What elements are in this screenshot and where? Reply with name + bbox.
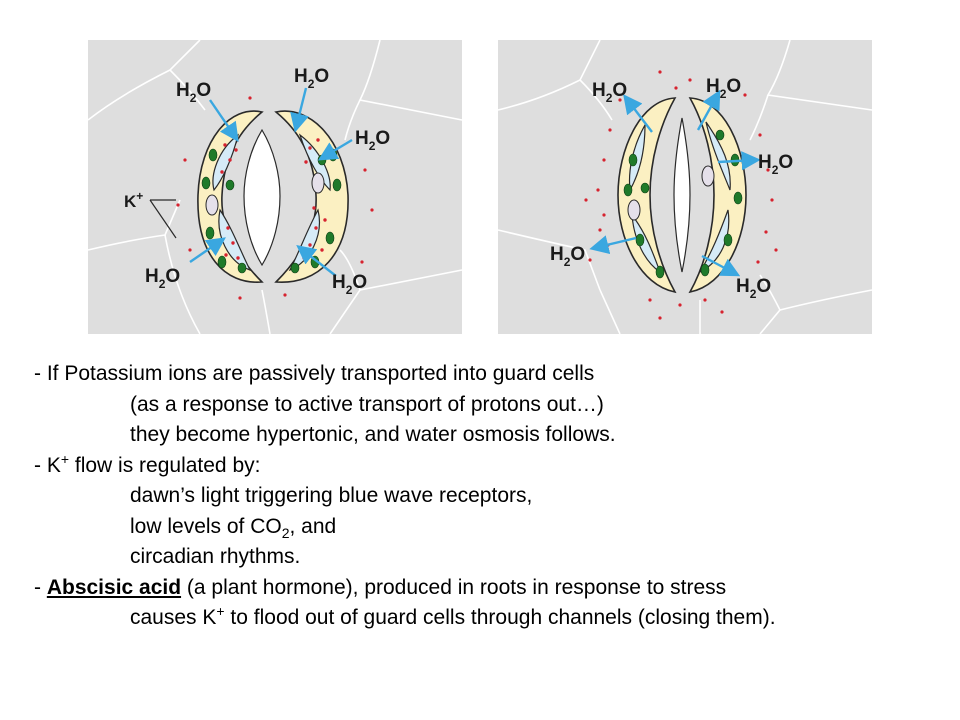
text-line: low levels of CO2, and bbox=[130, 514, 337, 541]
text-line: they become hypertonic, and water osmosi… bbox=[130, 423, 616, 446]
text-line: - If Potassium ions are passively transp… bbox=[34, 362, 595, 385]
h2o-label: H2O bbox=[706, 76, 741, 101]
h2o-label: H2O bbox=[176, 80, 211, 105]
text-line: dawn’s light triggering blue wave recept… bbox=[130, 484, 533, 507]
stomata-diagrams: H2O H2O H2O H2O H2O K+ bbox=[87, 39, 873, 335]
text-line: circadian rhythms. bbox=[130, 545, 301, 568]
k-ion-label: K+ bbox=[124, 189, 143, 211]
text-line: - K+ flow is regulated by: bbox=[34, 450, 261, 477]
h2o-label: H2O bbox=[145, 266, 180, 291]
closed-stoma-panel: H2O H2O H2O H2O H2O bbox=[497, 39, 873, 335]
text-line: - Abscisic acid (a plant hormone), produ… bbox=[34, 575, 727, 599]
h2o-label: H2O bbox=[758, 152, 793, 177]
abscisic-acid-term: Abscisic acid bbox=[46, 575, 182, 599]
h2o-label: H2O bbox=[294, 66, 329, 91]
text-line: (as a response to active transport of pr… bbox=[130, 392, 604, 416]
open-stoma-panel: H2O H2O H2O H2O H2O K+ bbox=[87, 39, 463, 335]
h2o-label: H2O bbox=[736, 276, 771, 301]
h2o-label: H2O bbox=[550, 244, 585, 269]
h2o-label: H2O bbox=[355, 128, 390, 153]
h2o-label: H2O bbox=[592, 80, 627, 105]
explanation-text: - If Potassium ions are passively transp… bbox=[34, 359, 954, 634]
h2o-label: H2O bbox=[332, 272, 367, 297]
text-line: causes K+ to flood out of guard cells th… bbox=[130, 603, 776, 629]
